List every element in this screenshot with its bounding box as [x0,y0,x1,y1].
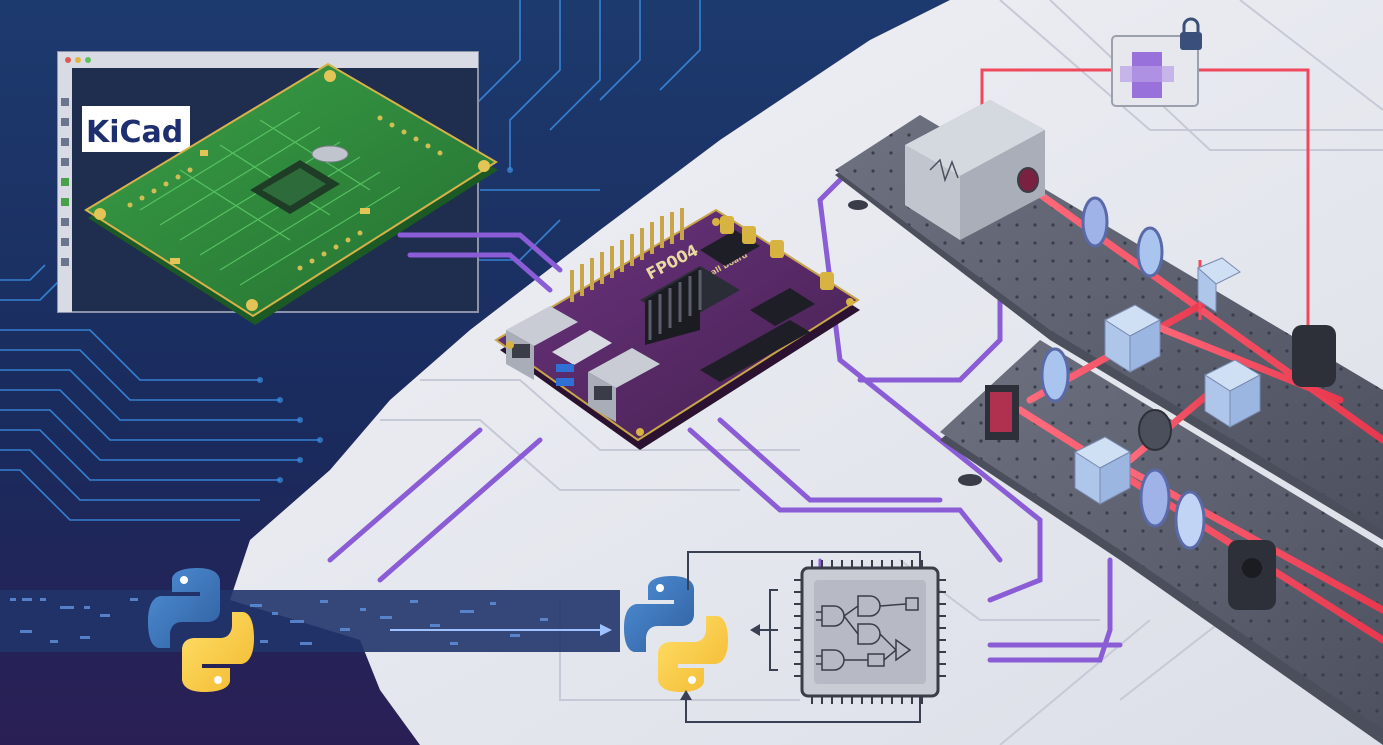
lens-3 [1040,347,1070,403]
fpga-board: FP004 Small Board [494,208,860,450]
kicad-toolbar[interactable] [58,68,72,312]
laser-source [905,100,1045,240]
blue-circuit-traces [0,0,701,521]
python-logo-left [148,568,254,692]
lock-icon [1180,17,1202,50]
python-logo-center [624,576,728,692]
feedback-loop [685,551,921,723]
heatsink [640,266,740,345]
logic-gates [816,595,919,671]
purple-traces [327,157,1123,663]
kicad-toolbar-icons [61,98,69,266]
logic-ic-chip [794,560,946,704]
lens-1 [1081,196,1109,248]
detectors [985,325,1336,610]
gpio-header [570,208,684,302]
lens-2 [1136,226,1164,278]
beam-splitters [1073,257,1262,505]
pcb-crystal [311,145,349,163]
sma-connectors [720,216,834,290]
data-stream-band [0,590,620,652]
pin-header [700,320,810,382]
kicad-logo: KiCad [86,115,183,150]
mirror-mount [1138,409,1172,451]
usb-ports [552,330,612,386]
ethernet-ports [506,306,660,422]
light-circuit-lines [380,0,1383,745]
kicad-logo-badge [82,106,190,152]
photodetector [1292,325,1336,387]
kicad-pcb [84,62,498,325]
optical-isolator [1111,17,1202,107]
lens-4 [1139,468,1171,528]
optics-lenses [1040,196,1206,550]
pcb-pads [94,70,490,311]
lens-5 [1174,490,1206,550]
